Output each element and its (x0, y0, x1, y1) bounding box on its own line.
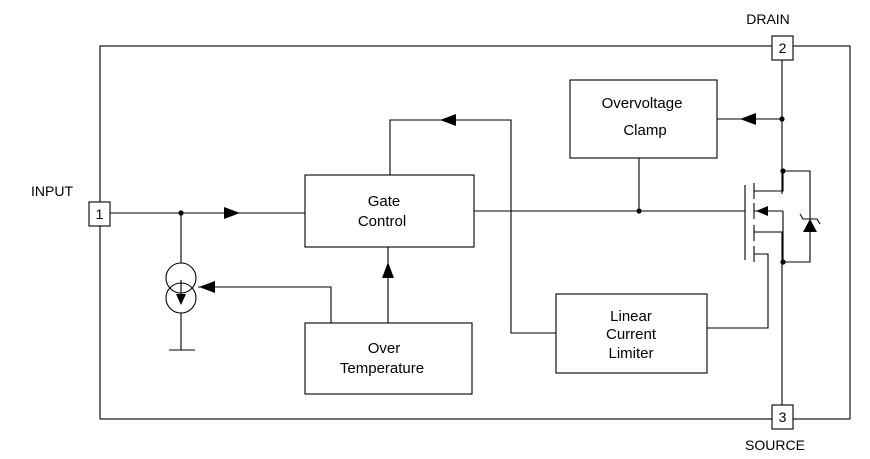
over-temperature-line1: Over (368, 340, 401, 357)
source-pin-label: SOURCE (745, 437, 805, 453)
pin-1-box: 1 (88, 201, 111, 227)
mosfet-icon (744, 171, 784, 262)
current-source-icon (165, 262, 197, 314)
gate-control-line2: Control (358, 213, 406, 230)
pin-3-number: 3 (779, 409, 787, 425)
overvoltage-clamp-line2: Clamp (623, 122, 666, 139)
package-outline (99, 45, 851, 420)
overvoltage-clamp-line1: Overvoltage (602, 95, 683, 112)
over-temperature-line2: Temperature (340, 360, 424, 377)
limiter-line2: Current (606, 326, 657, 343)
drain-pin-label: DRAIN (746, 11, 790, 27)
gate-control-line1: Gate (368, 193, 401, 210)
over-temperature-block: Over Temperature (304, 322, 473, 395)
linear-current-limiter-block: Linear Current Limiter (555, 293, 708, 374)
limiter-line3: Limiter (608, 345, 653, 362)
pin-3-box: 3 (771, 404, 794, 430)
arrowheads (199, 113, 756, 293)
limiter-line1: Linear (610, 308, 652, 325)
pin-2-number: 2 (779, 40, 787, 56)
pin-1-number: 1 (96, 206, 104, 222)
pin-2-box: 2 (771, 35, 794, 61)
overvoltage-clamp-block: Overvoltage Clamp (569, 79, 718, 159)
gate-control-block: Gate Control (304, 174, 475, 248)
zener-diode-icon (783, 170, 821, 263)
junction-dots (178, 116, 786, 265)
input-pin-label: INPUT (31, 183, 73, 199)
